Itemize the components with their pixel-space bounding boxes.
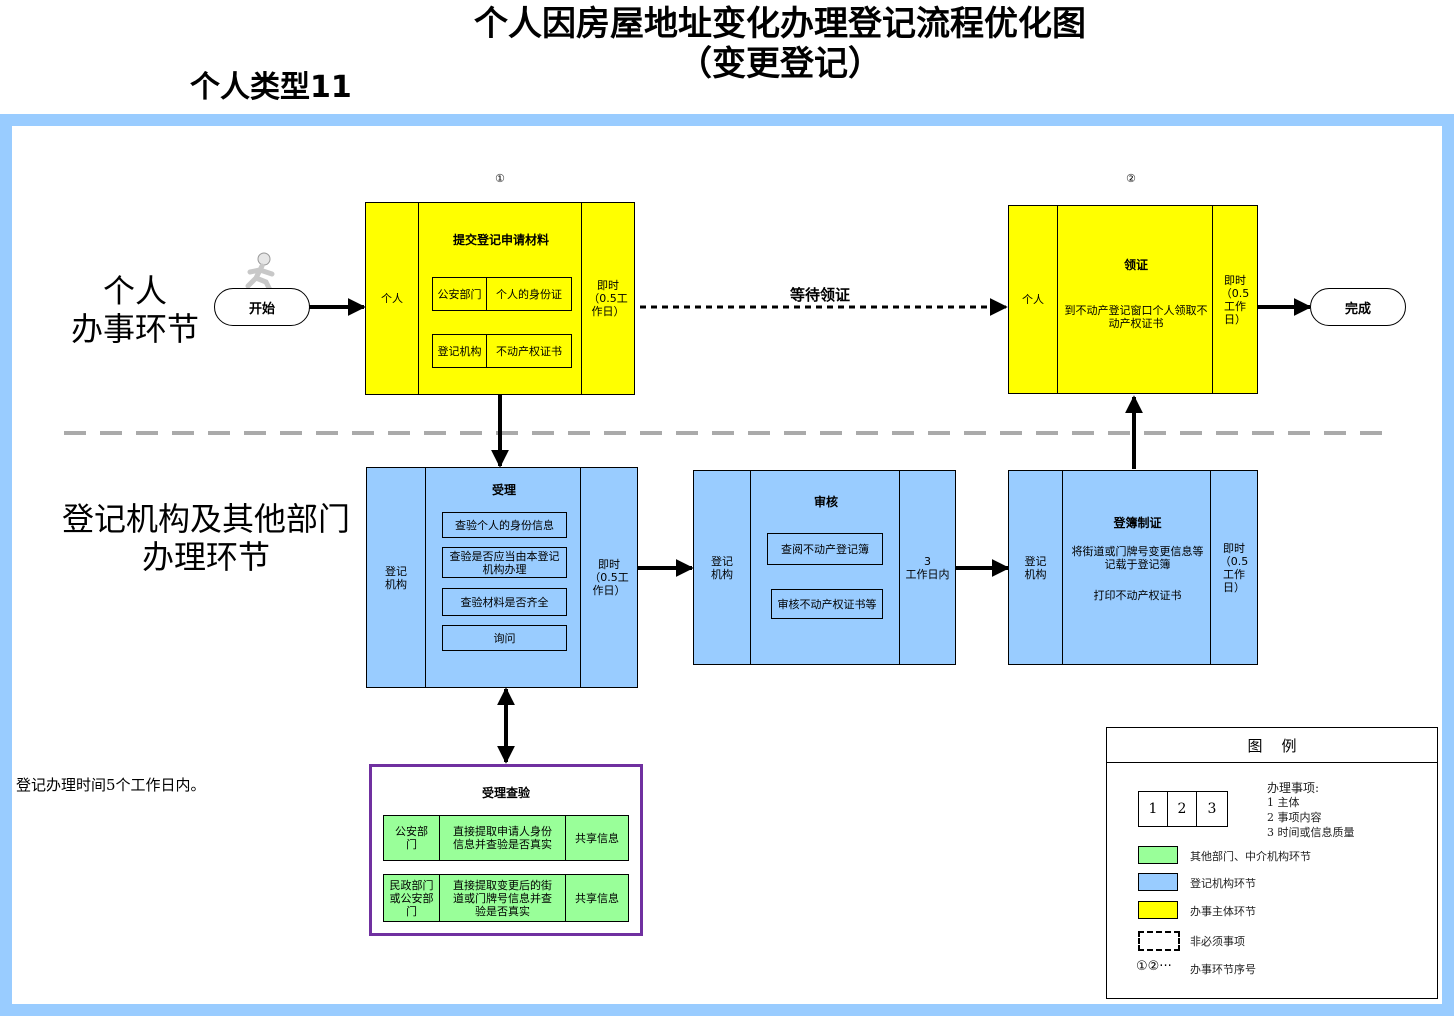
wait-label: 等待领证 bbox=[789, 286, 850, 304]
step1-subject: 个人 bbox=[365, 202, 419, 395]
accept-title: 受理 bbox=[491, 483, 516, 497]
verify-row2-content: 直接提取变更后的街道或门牌号信息并查验是否真实 bbox=[439, 874, 566, 922]
legend-items-title: 办理事项: bbox=[1267, 781, 1320, 795]
review-item-1: 查阅不动产登记簿 bbox=[767, 533, 883, 565]
step1-time: 即时（0.5工作日） bbox=[581, 202, 635, 395]
step-marker-2: ② bbox=[1126, 172, 1136, 185]
step2-time: 即时（0.5工作日） bbox=[1212, 205, 1258, 394]
review-time: 3 工作日内 bbox=[899, 470, 956, 665]
register-desc: 将街道或门牌号变更信息等记载于登记簿 bbox=[1071, 545, 1204, 571]
review-subject: 登记机构 bbox=[693, 470, 751, 665]
legend-label-yellow: 办事主体环节 bbox=[1190, 905, 1256, 918]
legend-label-green: 其他部门、中介机构环节 bbox=[1190, 850, 1311, 863]
legend-num-2: 2 bbox=[1167, 791, 1197, 827]
accept-time: 即时（0.5工作日） bbox=[580, 467, 638, 688]
lane-title-personal-line2: 办事环节 bbox=[70, 310, 199, 348]
legend: 图 例 1 2 3 办理事项: 1 主体 2 事项内容 3 时间或信息质量 其他… bbox=[1106, 727, 1438, 999]
register-time: 即时（0.5工作日） bbox=[1210, 470, 1258, 665]
step1-row2-content: 不动产权证书 bbox=[486, 334, 572, 368]
register-desc2: 打印不动产权证书 bbox=[1093, 589, 1182, 602]
legend-label-seq: 办事环节序号 bbox=[1190, 963, 1256, 976]
register-title: 登簿制证 bbox=[1113, 516, 1162, 530]
start-terminal: 开始 bbox=[214, 288, 310, 326]
page-subtitle: （变更登记） bbox=[678, 44, 882, 84]
review-title: 审核 bbox=[813, 495, 838, 509]
register-subject: 登记机构 bbox=[1008, 470, 1063, 665]
legend-swatch-blue bbox=[1138, 873, 1178, 891]
legend-label-dashed: 非必须事项 bbox=[1190, 935, 1245, 948]
verify-row1-content: 直接提取申请人身份信息并查验是否真实 bbox=[439, 815, 566, 861]
legend-item-1: 1 主体 bbox=[1267, 796, 1300, 809]
step1-title: 提交登记申请材料 bbox=[452, 233, 549, 247]
verify-box: 受理查验 公安部门 直接提取申请人身份信息并查验是否真实 共享信息 民政部门或公… bbox=[369, 764, 643, 936]
type-label: 个人类型11 bbox=[190, 70, 352, 105]
legend-swatch-green bbox=[1138, 846, 1178, 864]
step2-content: 领证 到不动产登记窗口个人领取不动产权证书 bbox=[1057, 205, 1213, 394]
verify-row2-share: 共享信息 bbox=[565, 874, 629, 922]
legend-num-1: 1 bbox=[1138, 791, 1168, 827]
step1-row1-dept: 公安部门 bbox=[432, 277, 487, 311]
legend-dashed-icon bbox=[1138, 931, 1180, 951]
finish-terminal: 完成 bbox=[1310, 288, 1406, 326]
accept-subject: 登记机构 bbox=[366, 467, 426, 688]
step1-row2-dept: 登记机构 bbox=[432, 334, 487, 368]
accept-item-4: 询问 bbox=[442, 625, 567, 651]
lane-title-personal-line1: 个人 bbox=[102, 272, 167, 310]
step2-subject: 个人 bbox=[1008, 205, 1058, 394]
verify-row2-dept: 民政部门或公安部门 bbox=[383, 874, 440, 922]
register-content: 登簿制证 将街道或门牌号变更信息等记载于登记簿 打印不动产权证书 bbox=[1062, 470, 1211, 665]
review-time-num: 3 bbox=[924, 554, 931, 568]
verify-row1-dept: 公安部门 bbox=[383, 815, 440, 861]
accept-item-3: 查验材料是否齐全 bbox=[442, 588, 567, 616]
step1-row1-content: 个人的身份证 bbox=[486, 277, 572, 311]
verify-row1-share: 共享信息 bbox=[565, 815, 629, 861]
step-marker-1: ① bbox=[495, 172, 505, 185]
legend-item-3: 3 时间或信息质量 bbox=[1267, 826, 1355, 839]
legend-swatch-yellow bbox=[1138, 901, 1178, 919]
running-person-icon bbox=[245, 252, 275, 292]
step2-desc: 到不动产登记窗口个人领取不动产权证书 bbox=[1064, 304, 1208, 330]
accept-item-2: 查验是否应当由本登记机构办理 bbox=[442, 547, 567, 578]
lane-title-registry-line1: 登记机构及其他部门 bbox=[61, 500, 350, 538]
lane-title-registry-line2: 办理环节 bbox=[141, 538, 270, 576]
review-time-text: 工作日内 bbox=[905, 567, 950, 581]
legend-title: 图 例 bbox=[1107, 728, 1437, 763]
legend-item-2: 2 事项内容 bbox=[1267, 811, 1322, 824]
review-content: 审核 查阅不动产登记簿 审核不动产权证书等 bbox=[750, 470, 900, 665]
accept-item-1: 查验个人的身份信息 bbox=[442, 512, 567, 538]
verify-title: 受理查验 bbox=[481, 786, 530, 800]
review-item-2: 审核不动产权证书等 bbox=[771, 589, 883, 619]
step2-title: 领证 bbox=[1123, 258, 1148, 272]
legend-num-3: 3 bbox=[1196, 791, 1228, 827]
page-title: 个人因房屋地址变化办理登记流程优化图 bbox=[474, 4, 1086, 44]
lane-title-personal: 个人 办事环节 bbox=[60, 272, 210, 348]
legend-seq-symbol: ①②··· bbox=[1136, 959, 1172, 974]
accept-content: 受理 查验个人的身份信息 查验是否应当由本登记机构办理 查验材料是否齐全 询问 bbox=[425, 467, 581, 688]
lane-title-registry: 登记机构及其他部门 办理环节 bbox=[56, 500, 356, 576]
step1-content: 提交登记申请材料 公安部门 个人的身份证 登记机构 不动产权证书 bbox=[418, 202, 582, 395]
legend-label-blue: 登记机构环节 bbox=[1190, 877, 1256, 890]
time-note: 登记办理时间5个工作日内。 bbox=[16, 776, 206, 794]
